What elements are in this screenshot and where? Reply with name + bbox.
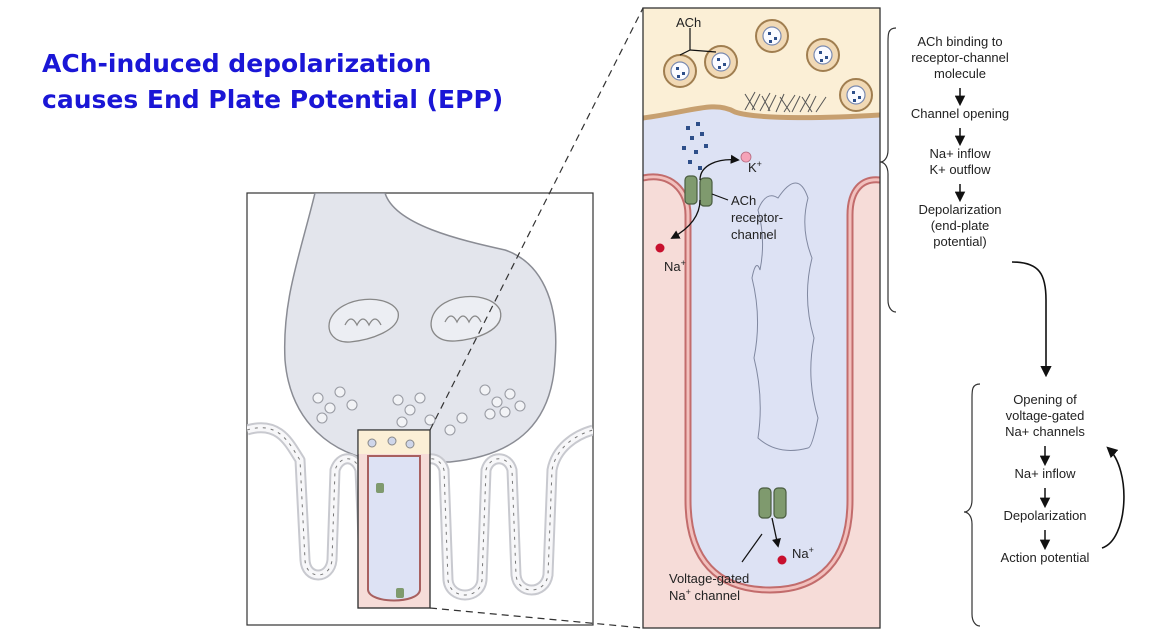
top-brace (879, 27, 897, 313)
flowchart_bottom-step-0-line-0: Opening of (1013, 392, 1077, 407)
na-ion-2 (777, 555, 787, 565)
zoom-connector-lines (429, 7, 644, 629)
flowchart_top-step-1-line-0: Channel opening (911, 106, 1009, 121)
ach-vesicles (663, 19, 873, 112)
label-na-1: Na+ (664, 258, 686, 274)
flowchart_bottom-step-2-line-0: Depolarization (1003, 508, 1086, 523)
cytoskeleton-filaments (744, 91, 827, 113)
inset-highlight (357, 429, 431, 609)
label-voltage-gated-1: Voltage-gated (669, 571, 749, 586)
synaptic-vesicles (312, 384, 526, 436)
k-outflow-arrow (699, 154, 740, 181)
overview-panel (246, 192, 594, 626)
flowchart_top-step-0-line-2: molecule (934, 66, 986, 81)
na-inflow-arrow (670, 199, 701, 239)
flowchart_top-step-3-line-1: (end-plate (931, 218, 990, 233)
released-ach (682, 122, 708, 170)
title-line-2: causes End Plate Potential (EPP) (42, 85, 504, 114)
flowchart_bottom-step-0-line-2: Na+ channels (1005, 424, 1085, 439)
basal-lamina (751, 182, 819, 451)
flowchart_top-step-0-line-1: receptor-channel (911, 50, 1009, 65)
flowchart-top-steps: ACh binding toreceptor-channelmoleculeCh… (911, 34, 1009, 249)
page-title: ACh-induced depolarization causes End Pl… (42, 46, 503, 118)
flowchart_top-step-3-line-2: potential) (933, 234, 986, 249)
title-line-1: ACh-induced depolarization (42, 49, 432, 78)
flowchart_bottom-step-1-line-0: Na+ inflow (1014, 466, 1076, 481)
voltage-gated-na-channel (758, 487, 787, 519)
label-ach: ACh (676, 15, 701, 30)
k-ion (740, 151, 752, 163)
flowchart_top-step-3-line-0: Depolarization (918, 202, 1001, 217)
ach-receptor-channel (684, 175, 713, 207)
label-k: K+ (748, 159, 762, 175)
positive-feedback-arrow (1101, 446, 1125, 549)
label-na-2: Na+ (792, 545, 814, 561)
epp-to-action-arrow (1011, 261, 1052, 378)
bottom-brace (963, 383, 981, 627)
synaptic-cleft (643, 106, 880, 590)
zoom-panel: ACh K+ ACh receptor- channel Na+ Na+ Vol… (642, 7, 881, 629)
mitochondrion-right (430, 296, 502, 342)
label-ach-receptor-2: receptor- (731, 210, 783, 225)
flowchart_top-step-0-line-0: ACh binding to (917, 34, 1002, 49)
flowchart_top-step-2-line-0: Na+ inflow (929, 146, 991, 161)
label-voltage-gated-2: Na+ channel (669, 587, 740, 603)
flowchart_bottom-step-3-line-0: Action potential (1001, 550, 1090, 565)
axon-terminal (283, 193, 557, 463)
label-ach-receptor-3: channel (731, 227, 777, 242)
presynaptic-membrane (643, 104, 880, 121)
na-ion-1 (655, 243, 665, 253)
flowchart_top-step-2-line-1: K+ outflow (929, 162, 991, 177)
na-vg-arrow (771, 517, 781, 548)
flowchart: ACh binding toreceptor-channelmoleculeCh… (879, 27, 1125, 627)
flowchart_bottom-step-0-line-1: voltage-gated (1006, 408, 1085, 423)
label-ach-receptor-1: ACh (731, 193, 756, 208)
mitochondrion-left (328, 298, 399, 343)
